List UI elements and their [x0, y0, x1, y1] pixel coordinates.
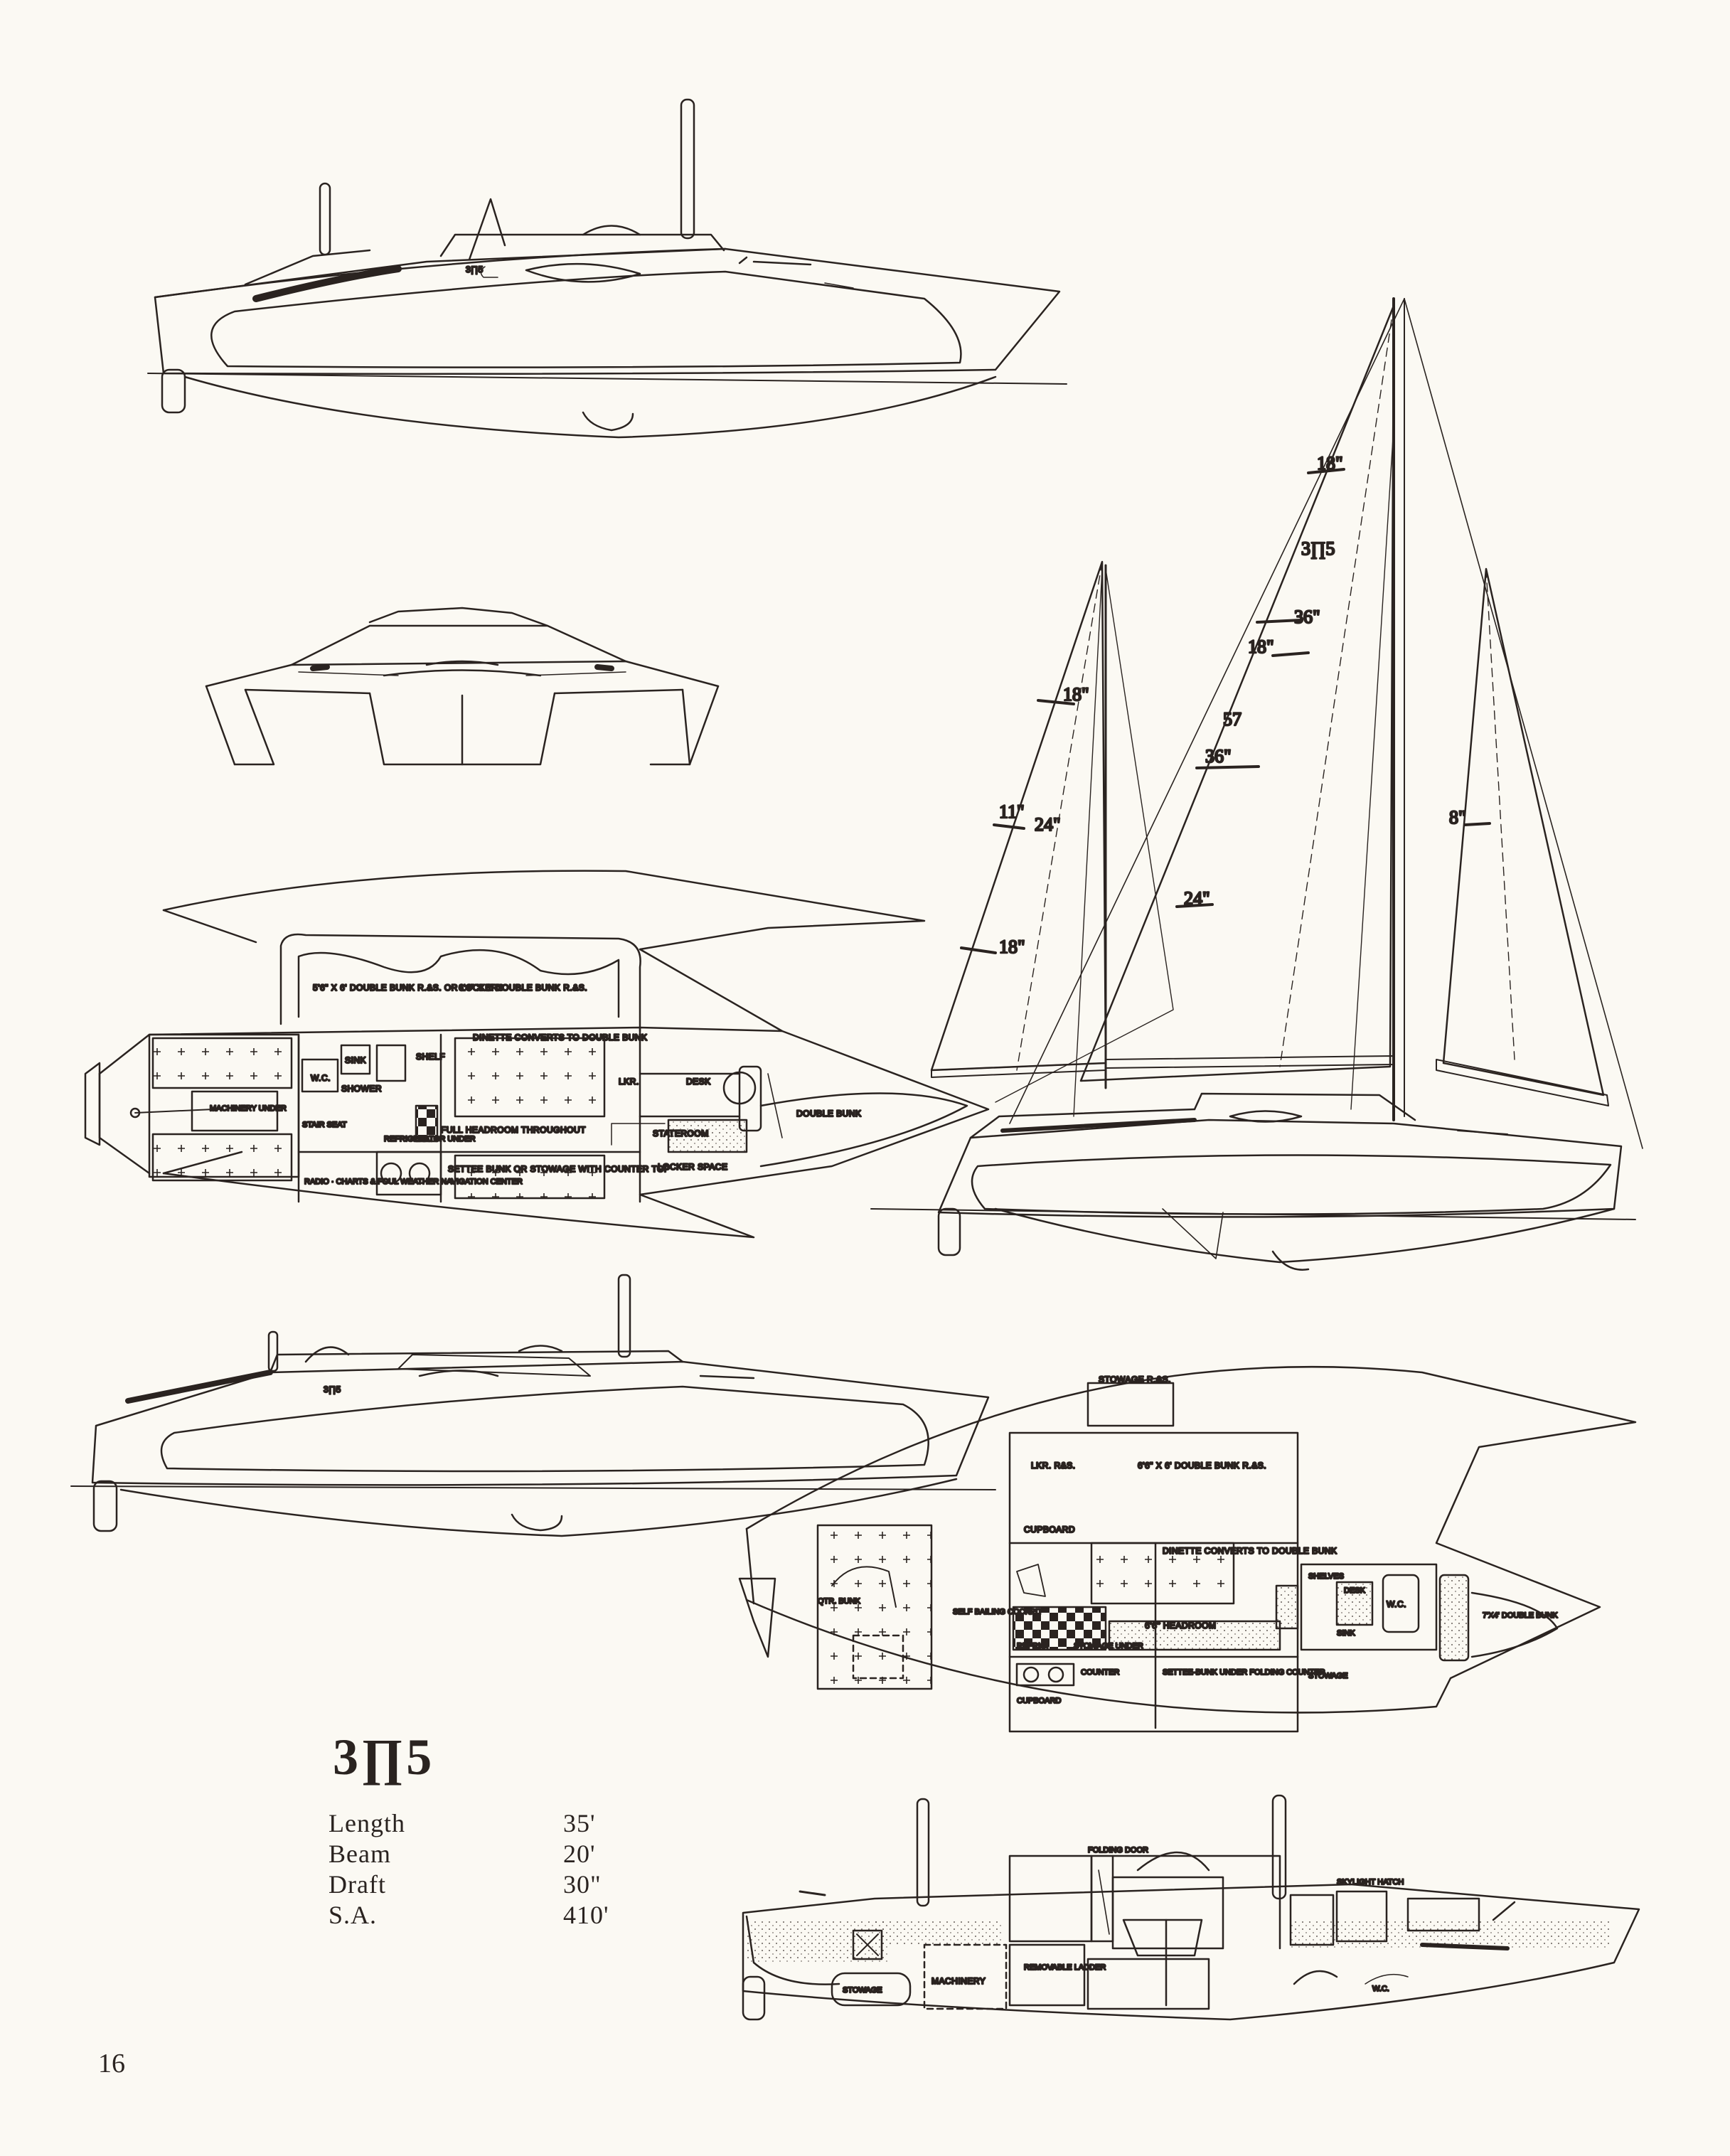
plan2-wc-label: W.C.	[1387, 1599, 1406, 1609]
sail-label-jib-d: 18"	[999, 936, 1025, 957]
plan2-counter-label: COUNTER	[1081, 1668, 1119, 1677]
plan1-stateroom-label: STATEROOM	[653, 1128, 709, 1138]
plan1-shower-label: SHOWER	[341, 1084, 382, 1094]
plan2-shelves-label: SHELVES	[1308, 1572, 1344, 1581]
plan1-sink-label: SINK	[345, 1055, 366, 1065]
sail-label-main-d: 36"	[1205, 746, 1232, 767]
profile-middle-drawing	[70, 1274, 996, 1537]
plan1-desk-label: DESK	[686, 1077, 711, 1087]
sail-logo: 3∏5	[1301, 538, 1335, 559]
plan1-wc-label: W.C.	[311, 1073, 331, 1083]
section-stowage-label: STOWAGE	[843, 1986, 882, 1995]
plan2-sink-label: SINK	[1337, 1629, 1355, 1638]
plan1-settee-label: SETTEE BUNK OR STOWAGE WITH COUNTER TOP	[448, 1164, 670, 1174]
spec-label: Draft	[329, 1870, 386, 1899]
sail-label-main-c: 57	[1223, 709, 1242, 730]
plan1-machinery-label: MACHINERY UNDER	[210, 1104, 287, 1113]
middle-profile-logo: 3∏5	[324, 1384, 341, 1394]
spec-label: S.A.	[329, 1901, 378, 1929]
sail-label-jib-c: 24"	[1035, 814, 1061, 835]
sail-label-main-a: 36"	[1294, 607, 1320, 627]
top-profile-logo: 3∏5	[466, 265, 484, 274]
plan1-bunk2-label: 6'4" X 6' DOUBLE BUNK R.&S.	[459, 983, 587, 993]
section-removable-label: REMOVABLE LADDER	[1024, 1963, 1106, 1972]
section-skylight-label: SKYLIGHT HATCH	[1337, 1878, 1404, 1886]
page-number: 16	[98, 2049, 125, 2078]
plan2-refrig-label: REFRIG.	[1017, 1642, 1049, 1650]
plan2-self-bailing-label: SELF BAILING COCKPIT	[953, 1608, 1042, 1616]
plan2-stowage2-label: STOWAGE	[1308, 1672, 1348, 1680]
plan2-bunk-label: 6'6" X 6' DOUBLE BUNK R.&S.	[1138, 1461, 1266, 1471]
spec-row: Length 35'	[329, 1808, 627, 1839]
sail-label-main-e: 24"	[1184, 888, 1210, 909]
section-machinery-label: MACHINERY	[931, 1976, 986, 1986]
spec-label: Beam	[329, 1840, 391, 1868]
plan2-settee-label: SETTEE-BUNK UNDER FOLDING COUNTER	[1163, 1668, 1325, 1677]
design-logo: 3∏5	[333, 1729, 435, 1786]
plan2-dinette-label: DINETTE CONVERTS TO DOUBLE BUNK	[1163, 1546, 1337, 1556]
plan2-lkr-label: LKR. R&S.	[1031, 1461, 1076, 1471]
profile-top-drawing	[147, 98, 1067, 439]
inboard-section-drawing	[742, 1794, 1640, 2021]
plan1-stair-label: STAIR SEAT	[302, 1121, 347, 1129]
plan1-refrigerator-label: REFRIGERATOR UNDER	[384, 1135, 476, 1143]
sail-label-jib-a: 18"	[1063, 684, 1089, 705]
sail-label-main-top: 18"	[1317, 453, 1343, 474]
plan-view-one-drawing	[84, 870, 990, 1239]
plan2-stowage-label: STOWAGE R.&S.	[1099, 1375, 1171, 1384]
plan2-double-label: 7'X4' DOUBLE BUNK	[1483, 1611, 1558, 1620]
spec-value: 410'	[563, 1901, 609, 1929]
plan1-lkr-label: LKR.	[619, 1077, 639, 1087]
section-folding-door-label: FOLDING DOOR	[1088, 1846, 1148, 1855]
plan2-quarter-label: QTR. BUNK	[818, 1597, 861, 1606]
plan1-nav-label: RADIO · CHARTS & FOUL WEATHER NAVIGATION…	[304, 1178, 523, 1186]
spec-row: Draft 30"	[329, 1869, 627, 1900]
spec-row: Beam 20'	[329, 1839, 627, 1869]
plan-view-two-drawing	[738, 1365, 1637, 1733]
plan2-stowage-under-label: STOWAGE UNDER	[1074, 1642, 1143, 1650]
sail-label-mizzen: 8"	[1449, 807, 1466, 828]
plan1-dinette-label: DINETTE CONVERTS TO DOUBLE BUNK	[473, 1032, 648, 1042]
section-wc-label: W.C.	[1372, 1985, 1389, 1993]
plan1-shelf-label: SHELF	[416, 1052, 445, 1062]
plan1-locker-label: LOCKER SPACE	[658, 1162, 727, 1172]
plan1-double-bunk-label: DOUBLE BUNK	[796, 1109, 862, 1119]
plan1-bunk-label: 5'6" X 6' DOUBLE BUNK R.&S. OR LOCKERS	[313, 983, 504, 993]
plan2-cupboard2-label: CUPBOARD	[1017, 1697, 1061, 1705]
spec-label: Length	[329, 1809, 405, 1837]
spec-value: 30"	[563, 1870, 602, 1899]
front-elevation-drawing	[205, 607, 720, 766]
spec-value: 35'	[563, 1809, 596, 1837]
sail-label-main-b: 18"	[1248, 636, 1274, 657]
specifications-table: Length 35' Beam 20' Draft 30" S.A. 410'	[329, 1808, 627, 1931]
plan2-desk-label: DESK	[1344, 1586, 1366, 1595]
plan2-cupboard-label: CUPBOARD	[1024, 1525, 1075, 1535]
sail-plan-drawing	[870, 297, 1643, 1271]
sail-label-jib-b: 11"	[999, 801, 1025, 822]
spec-row: S.A. 410'	[329, 1900, 627, 1931]
plan1-headroom-label: FULL HEADROOM THROUGHOUT	[441, 1125, 586, 1135]
plan2-headroom-label: 6'6" HEADROOM	[1145, 1621, 1216, 1631]
spec-value: 20'	[563, 1840, 596, 1868]
